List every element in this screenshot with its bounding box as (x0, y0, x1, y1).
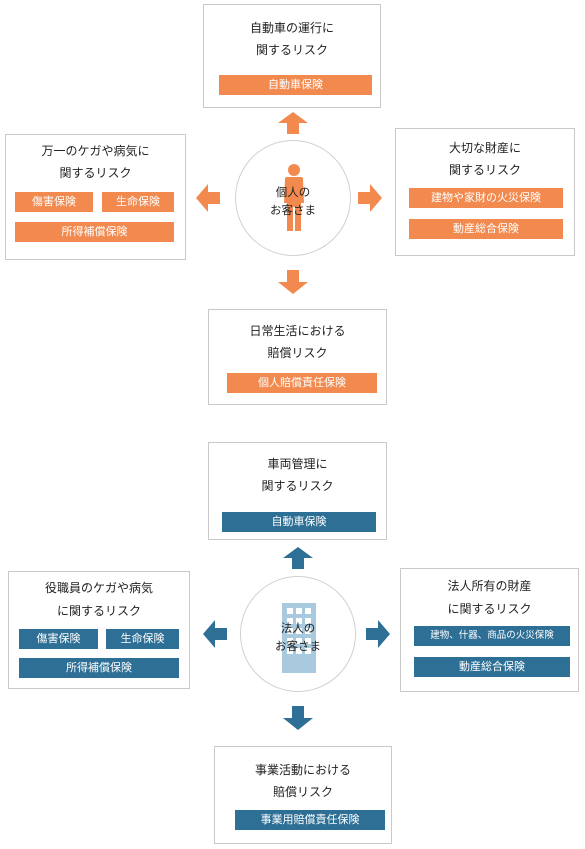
building-icon (282, 603, 316, 673)
insurance-tag[interactable]: 傷害保険 (15, 192, 93, 212)
box-title-line: 役職員のケガや病気 (44, 581, 153, 595)
insurance-tag[interactable]: 所得補償保険 (15, 222, 174, 242)
box-title-line: 賠償リスク (267, 346, 328, 360)
corporate-customer-circle: 法人の お客さま (240, 576, 356, 692)
arrow-right-icon (366, 620, 390, 648)
box-title-line: 法人所有の財産 (447, 579, 532, 593)
box-title-line: 関するリスク (448, 163, 521, 177)
insurance-tag[interactable]: 動産総合保険 (409, 219, 563, 239)
box-title-line: 関するリスク (59, 166, 132, 180)
box-title-line: 賠償リスク (272, 785, 333, 799)
insurance-tag[interactable]: 建物、什器、商品の火災保険 (414, 626, 570, 646)
arrow-left-icon (203, 620, 227, 648)
arrow-up-icon (283, 547, 313, 569)
insurance-tag[interactable]: 建物や家財の火災保険 (409, 188, 563, 208)
box-title-line: 車両管理に (267, 457, 328, 471)
insurance-tag[interactable]: 事業用賠償責任保険 (235, 810, 385, 830)
arrow-down-icon (283, 706, 313, 730)
corporate-bottom-box: 事業活動における 賠償リスク 事業用賠償責任保険 (214, 746, 392, 844)
insurance-tag[interactable]: 動産総合保険 (414, 657, 570, 677)
person-icon (284, 164, 304, 231)
arrow-down-icon (278, 270, 308, 294)
individual-top-box: 自動車の運行に 関するリスク 自動車保険 (203, 4, 381, 108)
insurance-tag[interactable]: 自動車保険 (222, 512, 376, 532)
individual-bottom-box: 日常生活における 賠償リスク 個人賠償責任保険 (208, 309, 387, 405)
box-title-line: 関するリスク (261, 479, 334, 493)
center-label-line: お客さま (270, 203, 316, 217)
corporate-left-box: 役職員のケガや病気 に関するリスク 傷害保険 生命保険 所得補償保険 (8, 571, 190, 689)
insurance-tag[interactable]: 生命保険 (102, 192, 174, 212)
arrow-up-icon (278, 112, 308, 134)
box-title-line: 事業活動における (254, 763, 351, 777)
box-title-line: に関するリスク (447, 602, 532, 616)
insurance-tag[interactable]: 自動車保険 (219, 75, 372, 95)
center-label-line: 法人の (280, 621, 316, 635)
insurance-tag[interactable]: 生命保険 (106, 629, 179, 649)
box-title-line: 万一のケガや病気に (41, 144, 150, 158)
box-title-line: 日常生活における (249, 324, 346, 338)
box-title-line: 大切な財産に (448, 141, 521, 155)
corporate-top-box: 車両管理に 関するリスク 自動車保険 (208, 442, 387, 540)
arrow-right-icon (358, 184, 382, 212)
box-title-line: 自動車の運行に (249, 21, 334, 35)
box-title-line: 関するリスク (255, 43, 328, 57)
individual-left-box: 万一のケガや病気に 関するリスク 傷害保険 生命保険 所得補償保険 (5, 134, 186, 260)
individual-customer-circle: 個人の お客さま (235, 140, 351, 256)
insurance-tag[interactable]: 所得補償保険 (19, 658, 179, 678)
center-label-line: 個人の (275, 185, 311, 199)
corporate-right-box: 法人所有の財産 に関するリスク 建物、什器、商品の火災保険 動産総合保険 (400, 568, 579, 692)
arrow-left-icon (196, 184, 220, 212)
center-label-line: お客さま (275, 639, 321, 653)
individual-right-box: 大切な財産に 関するリスク 建物や家財の火災保険 動産総合保険 (395, 128, 575, 256)
box-title-line: に関するリスク (56, 604, 141, 618)
insurance-tag[interactable]: 個人賠償責任保険 (227, 373, 377, 393)
insurance-tag[interactable]: 傷害保険 (19, 629, 98, 649)
